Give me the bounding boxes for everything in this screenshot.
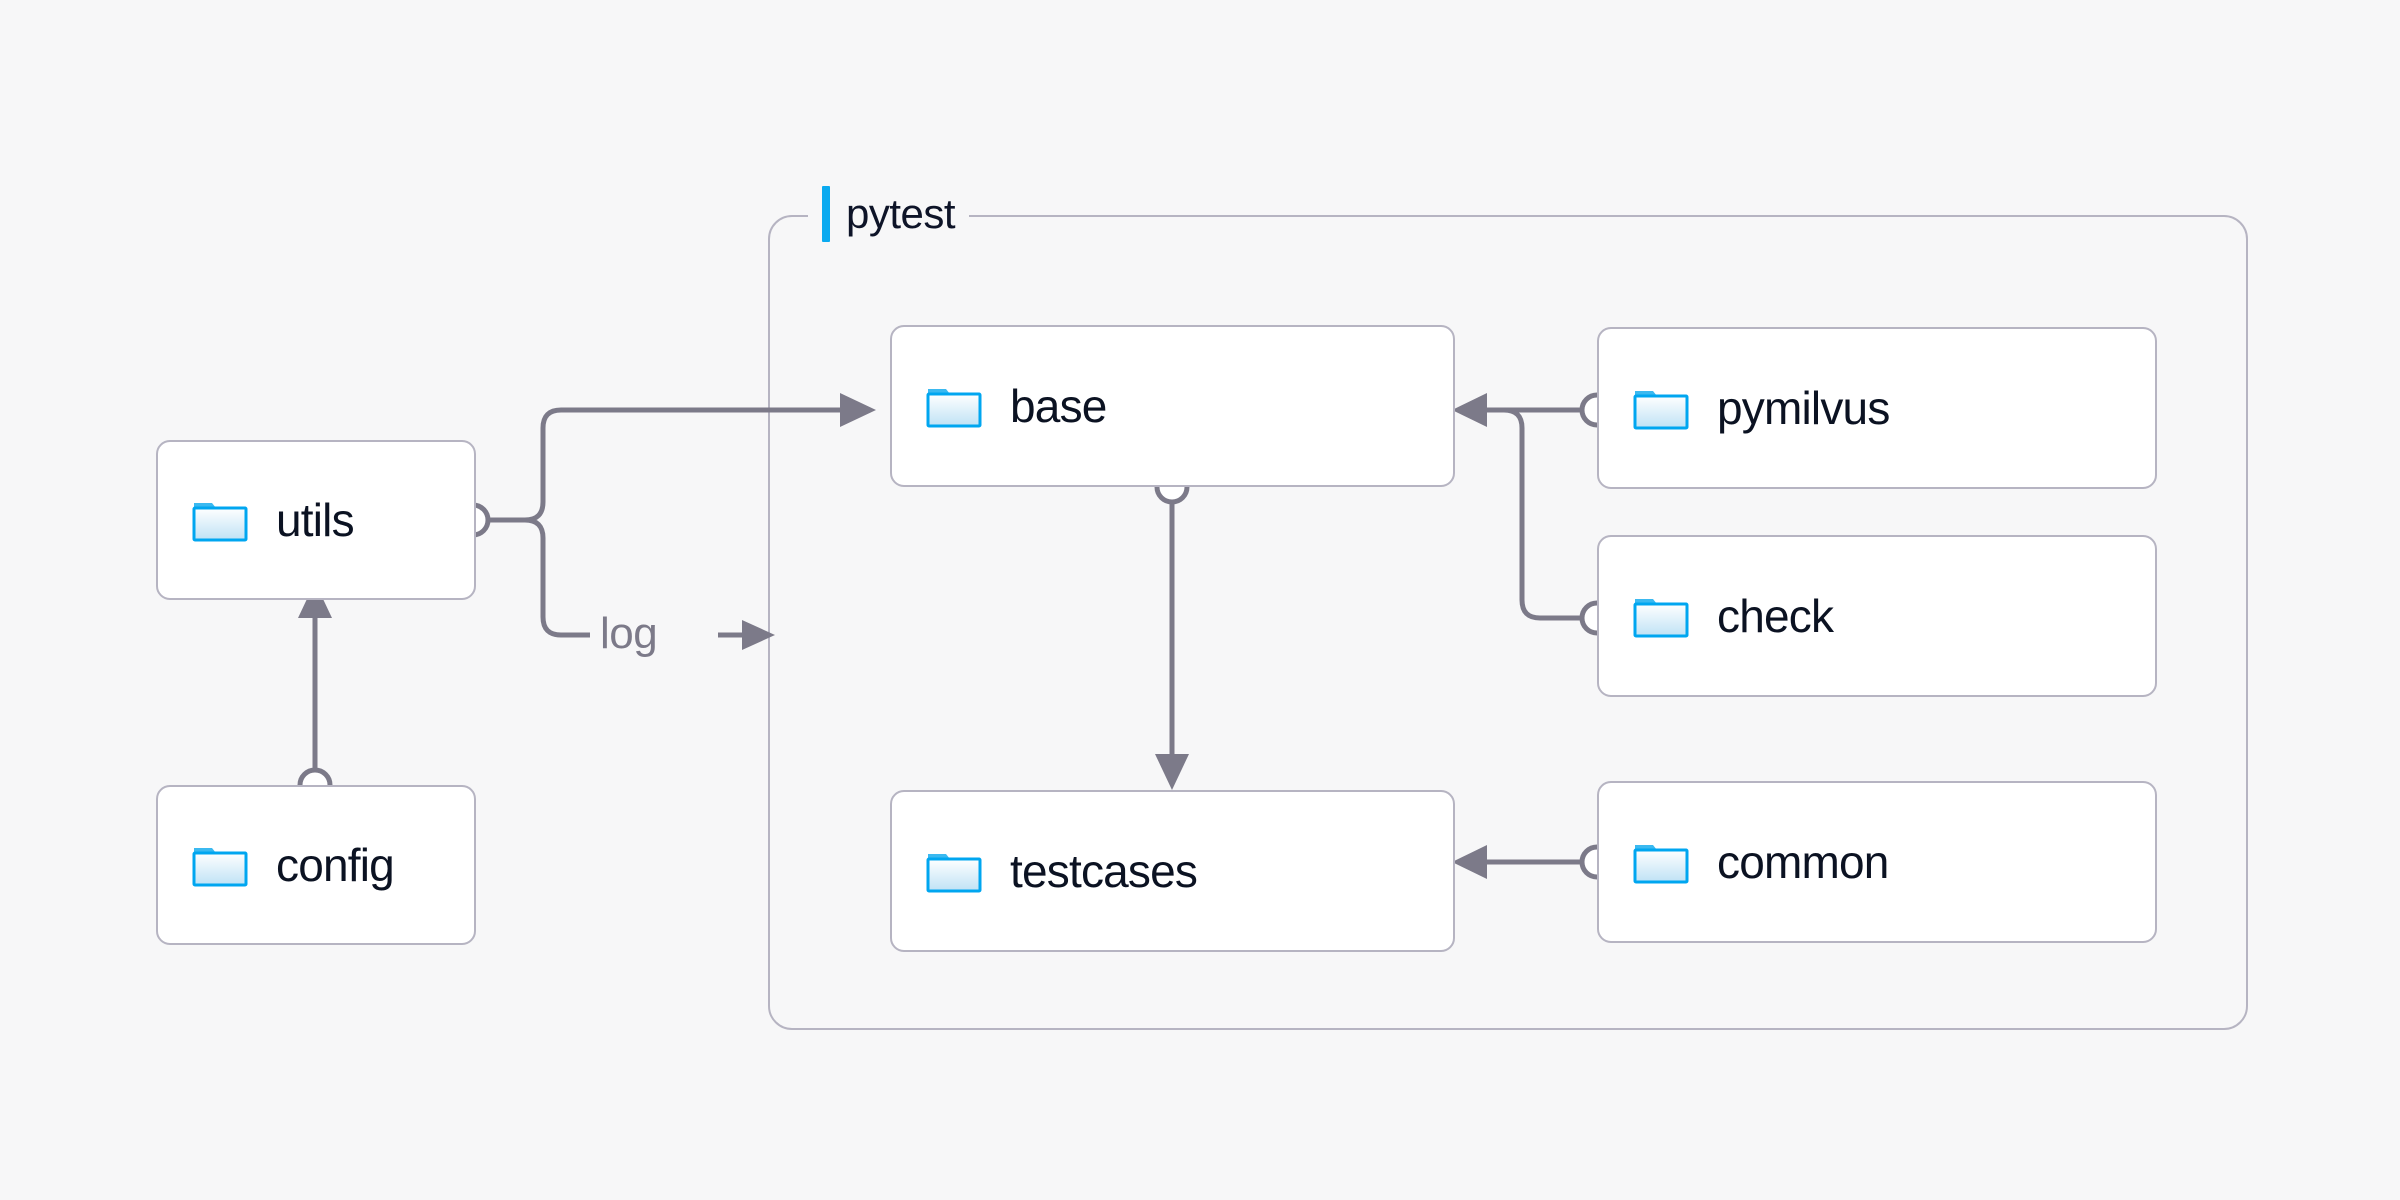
node-check[interactable]: check [1597,535,2157,697]
node-utils[interactable]: utils [156,440,476,600]
node-label: utils [276,494,355,546]
folder-icon [1633,599,1689,638]
node-pymilvus[interactable]: pymilvus [1597,327,2157,489]
node-label: testcases [1010,845,1198,897]
folder-icon [1633,391,1689,430]
node-label: base [1010,380,1107,432]
node-label: common [1717,836,1889,888]
folder-icon [1633,845,1689,884]
node-config[interactable]: config [156,785,476,945]
node-label: config [276,839,395,891]
edge-label-log: log [600,609,658,658]
folder-icon [926,389,982,428]
node-common[interactable]: common [1597,781,2157,943]
node-base[interactable]: base [890,325,1455,487]
group-label-pytest: pytest [808,186,970,242]
node-label: check [1717,590,1834,642]
node-label: pymilvus [1717,382,1890,434]
folder-icon [192,503,248,542]
folder-icon [192,848,248,887]
node-testcases[interactable]: testcases [890,790,1455,952]
edge-config-to-utils [297,582,333,803]
accent-bar-icon [822,186,830,242]
group-label-text: pytest [846,190,956,237]
folder-icon [926,854,982,893]
